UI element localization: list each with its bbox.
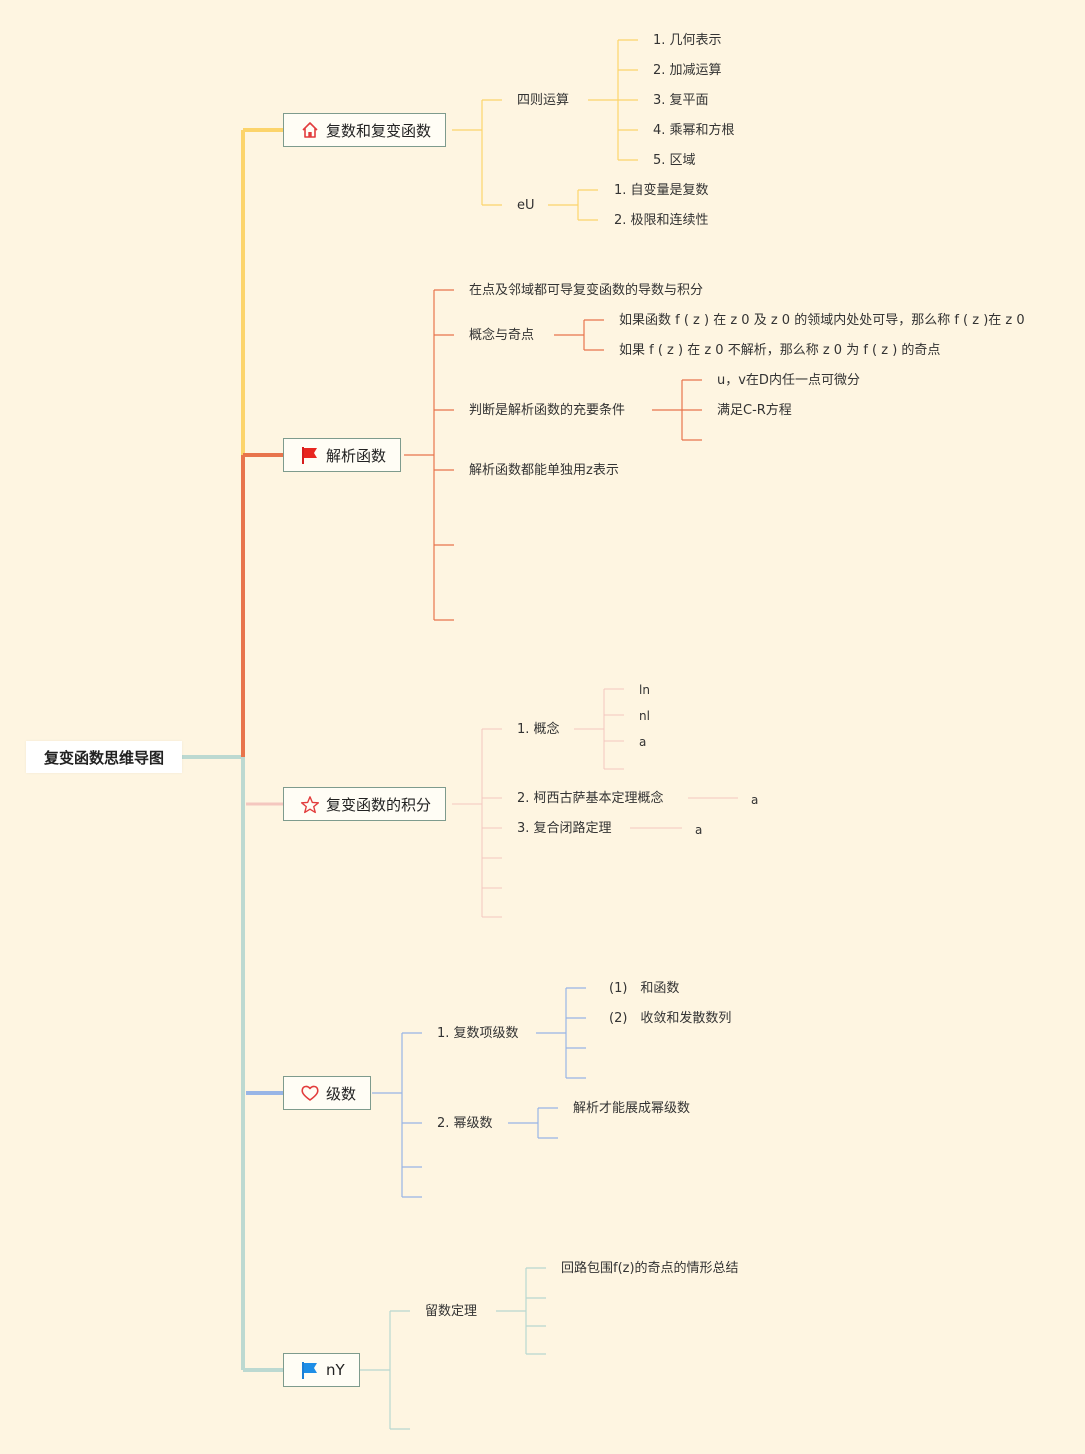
star-icon xyxy=(300,794,320,814)
node-item[interactable]: 5. 区域 xyxy=(653,153,696,168)
node-item[interactable]: 如果 f ( z ) 在 z 0 不解析，那么称 z 0 为 f ( z ) 的… xyxy=(619,343,941,358)
node-item[interactable]: 2. 加减运算 xyxy=(653,63,722,78)
node-composite-contour[interactable]: 3. 复合闭路定理 xyxy=(517,821,612,836)
node-item[interactable]: 解析才能展成幂级数 xyxy=(573,1101,691,1116)
root-title: 复变函数思维导图 xyxy=(43,748,164,767)
node-item[interactable]: nl xyxy=(639,709,650,723)
node-residue-theorem[interactable]: 留数定理 xyxy=(425,1304,478,1319)
branch-complex-numbers[interactable]: 复数和复变函数 xyxy=(283,113,447,147)
node-item[interactable]: (2) 收敛和发散数列 xyxy=(609,1011,732,1026)
red-flag-icon xyxy=(300,445,320,465)
node-cauchy-goursat[interactable]: 2. 柯西古萨基本定理概念 xyxy=(517,791,664,806)
house-icon xyxy=(300,120,320,140)
branch-residues[interactable]: nY xyxy=(283,1353,360,1387)
branch-analytic-functions[interactable]: 解析函数 xyxy=(283,438,402,472)
node-item[interactable]: u，v在D内任一点可微分 xyxy=(717,373,860,388)
branch-label: 复数和复变函数 xyxy=(326,121,432,140)
node-eu[interactable]: eU xyxy=(517,198,535,213)
node-analytic-condition[interactable]: 判断是解析函数的充要条件 xyxy=(469,403,626,418)
branch-label: nY xyxy=(326,1361,345,1379)
branch-series[interactable]: 级数 xyxy=(283,1076,372,1110)
node-concept[interactable]: 1. 概念 xyxy=(517,722,560,737)
node-item[interactable]: ln xyxy=(639,683,650,697)
node-arithmetic[interactable]: 四则运算 xyxy=(517,93,570,108)
node-item[interactable]: (1) 和函数 xyxy=(609,981,680,996)
node-item[interactable]: 4. 乘幂和方根 xyxy=(653,123,735,138)
node-item[interactable]: a xyxy=(639,735,647,749)
node-item[interactable]: 2. 极限和连续性 xyxy=(614,213,709,228)
branch-integrals[interactable]: 复变函数的积分 xyxy=(283,787,447,821)
node-concept-singularity[interactable]: 概念与奇点 xyxy=(469,328,535,343)
node-item[interactable]: 满足C-R方程 xyxy=(717,403,792,418)
node-item[interactable]: 回路包围f(z)的奇点的情形总结 xyxy=(561,1261,739,1276)
root-node[interactable]: 复变函数思维导图 xyxy=(26,741,182,773)
branch-label: 级数 xyxy=(326,1084,357,1103)
node-item[interactable]: a xyxy=(751,793,759,807)
branch-label: 解析函数 xyxy=(326,446,387,465)
node-derivative-integral[interactable]: 在点及邻域都可导复变函数的导数与积分 xyxy=(469,283,704,298)
node-z-expression[interactable]: 解析函数都能单独用z表示 xyxy=(469,463,619,478)
node-item[interactable]: 如果函数 f ( z ) 在 z 0 及 z 0 的领域内处处可导，那么称 f … xyxy=(619,313,1025,328)
node-item[interactable]: a xyxy=(695,823,703,837)
branch-label: 复变函数的积分 xyxy=(326,795,432,814)
blue-flag-icon xyxy=(300,1360,320,1380)
node-power-series[interactable]: 2. 幂级数 xyxy=(437,1116,493,1131)
node-item[interactable]: 1. 自变量是复数 xyxy=(614,183,709,198)
node-item[interactable]: 3. 复平面 xyxy=(653,93,709,108)
node-complex-series[interactable]: 1. 复数项级数 xyxy=(437,1026,519,1041)
heart-icon xyxy=(300,1083,320,1103)
node-item[interactable]: 1. 几何表示 xyxy=(653,33,722,48)
